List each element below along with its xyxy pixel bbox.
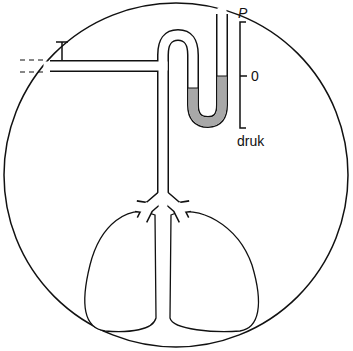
tube-bore bbox=[48, 12, 222, 222]
pressure-symbol: P bbox=[238, 6, 247, 20]
right-lung bbox=[170, 212, 258, 332]
manometer-liquid bbox=[193, 76, 222, 122]
liquid-level bbox=[188, 88, 198, 89]
axis-label: druk bbox=[237, 134, 264, 148]
left-lung bbox=[85, 212, 156, 332]
liquid-level bbox=[217, 76, 227, 77]
zero-mark: 0 bbox=[251, 69, 259, 83]
pipe-dashes bbox=[20, 60, 46, 72]
frame-circle bbox=[4, 3, 348, 347]
valve-symbol bbox=[56, 42, 68, 60]
pressure-scale bbox=[240, 22, 247, 128]
